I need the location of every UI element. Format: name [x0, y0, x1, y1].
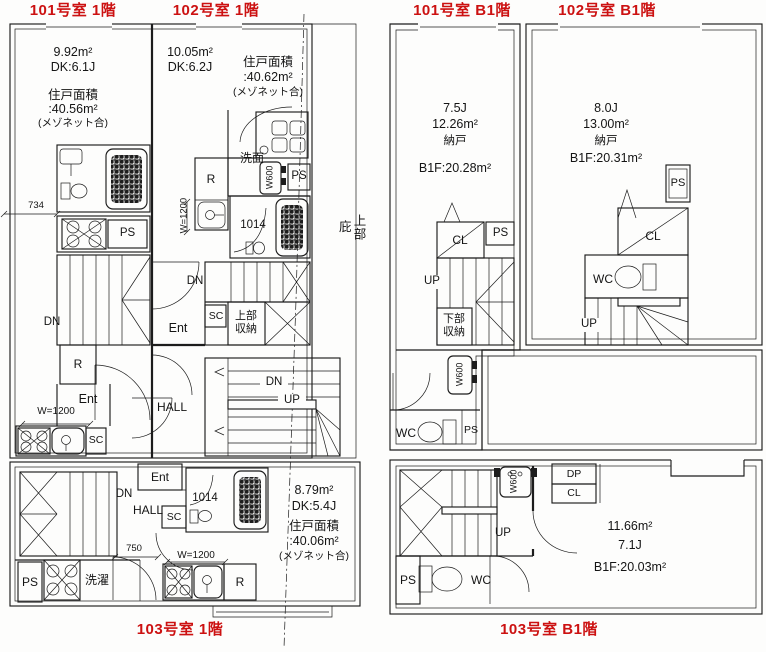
unit-101-1f-linework	[0, 144, 151, 457]
u101-1f-dim-w1200: W=1200	[37, 406, 75, 417]
u102-1f-w600-label: W600	[264, 165, 275, 190]
u102-1f-dim-w1200: W=1200	[178, 197, 190, 234]
u101-1f-entrance-label: Ent	[78, 392, 98, 406]
u102-b1-wc-label: WC	[593, 272, 613, 286]
u102-b1-cl-label: CL	[645, 229, 661, 243]
unit-103-b1-linework	[389, 458, 763, 615]
u101-b1-w600-label: W600	[454, 362, 465, 387]
u102-1f-menseki-label: 住戸面積	[242, 55, 293, 69]
u101-b1-cl-label: CL	[452, 233, 468, 247]
u101-b1-ps-label: PS	[492, 227, 509, 239]
unit-102-b1-linework	[525, 21, 763, 346]
u103-b1-b1f-area: B1F:20.03m²	[593, 560, 667, 574]
u102-b1-b1f-area: B1F:20.31m²	[569, 151, 643, 165]
hall-1f-label: HALL	[156, 400, 188, 414]
u101-b1-lower-storage-label: 下部収納	[443, 313, 465, 338]
unit-103-1f-linework	[9, 461, 361, 618]
b1-lower-room-linework	[481, 349, 763, 451]
u102-1f-dk-size: DK:6.2J	[167, 60, 213, 74]
hall-1f-up-label: UP	[278, 394, 306, 408]
u103-1f-menseki-label: 住戸面積	[288, 519, 339, 533]
u101-1f-menseki: :40.56m²	[48, 102, 98, 116]
u103-1f-hall-label: HALL	[132, 503, 164, 517]
u103-b1-w600-label: W600	[508, 469, 519, 494]
u102-1f-sc-label: SC	[208, 310, 224, 322]
u102-b1-area: 13.00m²	[583, 117, 629, 131]
u101-b1-jou: 7.5J	[443, 101, 467, 115]
u103-1f-dim-w1200: W=1200	[177, 550, 215, 561]
u103-b1-jou: 7.1J	[618, 538, 642, 552]
u101-b1-room-label: 納戸	[443, 135, 467, 147]
unit-101-b1-linework	[389, 21, 521, 451]
u102-1f-bath-1014-label: 1014	[240, 219, 266, 231]
u103-1f-bath-1014-label: 1014	[192, 492, 218, 504]
u101-1f-dn-label: DN	[43, 316, 61, 328]
u101-1f-refrigerator-label: R	[73, 357, 83, 371]
u103-1f-dk-size: DK:5.4J	[291, 499, 337, 513]
u103-1f-dk-area: 8.79m²	[294, 483, 334, 497]
u101-b1-ps2-label: PS	[463, 424, 478, 436]
unit-102-1f-linework	[151, 106, 311, 347]
title-101-1f: 101号室 1階	[29, 2, 117, 19]
u102-1f-upper-storage-label: 上部収納	[235, 310, 257, 335]
block-1f-outline	[9, 22, 357, 459]
u103-1f-dn-label: DN	[115, 488, 133, 500]
u101-1f-menseki-label: 住戸面積	[47, 88, 98, 102]
u101-1f-dk-area: 9.92m²	[53, 45, 93, 59]
u102-1f-refrigerator-label: R	[206, 172, 216, 186]
u101-1f-dim-734: 734	[28, 200, 44, 211]
u103-1f-laundry-label: 洗濯	[84, 573, 109, 587]
u102-1f-dn-label: DN	[186, 275, 204, 287]
u103-b1-wc-label: WC	[471, 573, 491, 587]
u103-1f-dim-750: 750	[126, 543, 142, 554]
u101-b1-wc-label: WC	[396, 426, 416, 440]
hall-1f-dn-label: DN	[260, 376, 288, 390]
u103-1f-menseki: :40.06m²	[289, 534, 339, 548]
u102-b1-room-label: 納戸	[594, 135, 618, 147]
u102-1f-menseki: :40.62m²	[243, 70, 293, 84]
title-102-b1: 102号室 B1階	[558, 2, 656, 19]
u103-1f-menseki-note: (メゾネット合)	[279, 550, 349, 562]
title-103-1f: 103号室 1階	[136, 621, 224, 638]
u103-b1-area: 11.66m²	[607, 519, 653, 533]
u103-1f-entrance-label: Ent	[150, 470, 169, 484]
u103-b1-up-label: UP	[495, 527, 511, 539]
u103-1f-ps-label: PS	[21, 575, 38, 589]
section-dash-line	[283, 13, 305, 649]
u103-b1-dp-label: DP	[566, 468, 582, 480]
title-102-1f: 102号室 1階	[172, 2, 260, 19]
u101-1f-ps-label: PS	[119, 227, 136, 239]
u102-1f-menseki-note: (メゾネット合)	[233, 86, 303, 98]
title-101-b1: 101号室 B1階	[413, 2, 511, 19]
u103-b1-cl-label: CL	[567, 487, 581, 499]
u103-b1-ps-label: PS	[399, 573, 416, 587]
u101-1f-menseki-note: (メゾネット合)	[38, 117, 108, 129]
u103-1f-refrigerator-label: R	[235, 575, 245, 589]
u102-b1-up-label: UP	[576, 318, 602, 332]
title-103-b1: 103号室 B1階	[500, 621, 598, 638]
u101-b1-area: 12.26m²	[432, 117, 478, 131]
u102-1f-entrance-label: Ent	[168, 321, 188, 335]
u101-1f-dk-size: DK:6.1J	[50, 60, 96, 74]
u102-b1-ps-label: PS	[670, 177, 686, 189]
u102-1f-dk-area: 10.05m²	[167, 45, 213, 59]
u102-b1-jou: 8.0J	[594, 101, 618, 115]
u103-1f-sc-label: SC	[166, 511, 182, 523]
u102-1f-washroom-label: 洗面	[239, 151, 264, 165]
upper-eaves-label: 上部庇	[336, 213, 366, 241]
u101-b1-b1f-area: B1F:20.28m²	[418, 161, 492, 175]
u102-1f-ps-label: PS	[291, 170, 307, 182]
u101-b1-up-label: UP	[419, 275, 445, 289]
u101-1f-sc-label: SC	[88, 434, 104, 446]
